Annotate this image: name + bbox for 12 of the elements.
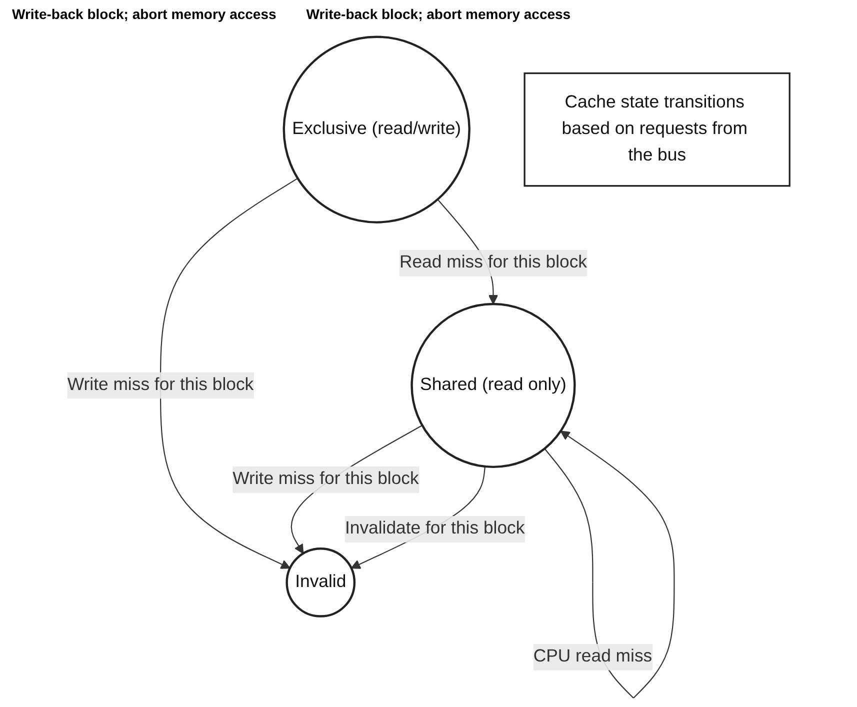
action-note: Write-back block; abort memory access: [12, 6, 276, 22]
node-circle: Shared (read only): [410, 302, 576, 468]
edge-label: Read miss for this block: [399, 253, 588, 272]
node-circle: Exclusive (read/write): [282, 36, 470, 224]
node-box: Cache state transitions based on requests from the bus: [524, 72, 790, 187]
edge-label: Write miss for this block: [232, 470, 419, 488]
edge-label: Write miss for this block: [67, 376, 254, 394]
edge-label: CPU read miss: [533, 647, 652, 666]
edge-label: Invalidate for this block: [344, 519, 525, 538]
arrow: [160, 178, 298, 569]
action-note: Write-back block; abort memory access: [306, 6, 571, 22]
node-circle: Invalid: [286, 548, 356, 618]
